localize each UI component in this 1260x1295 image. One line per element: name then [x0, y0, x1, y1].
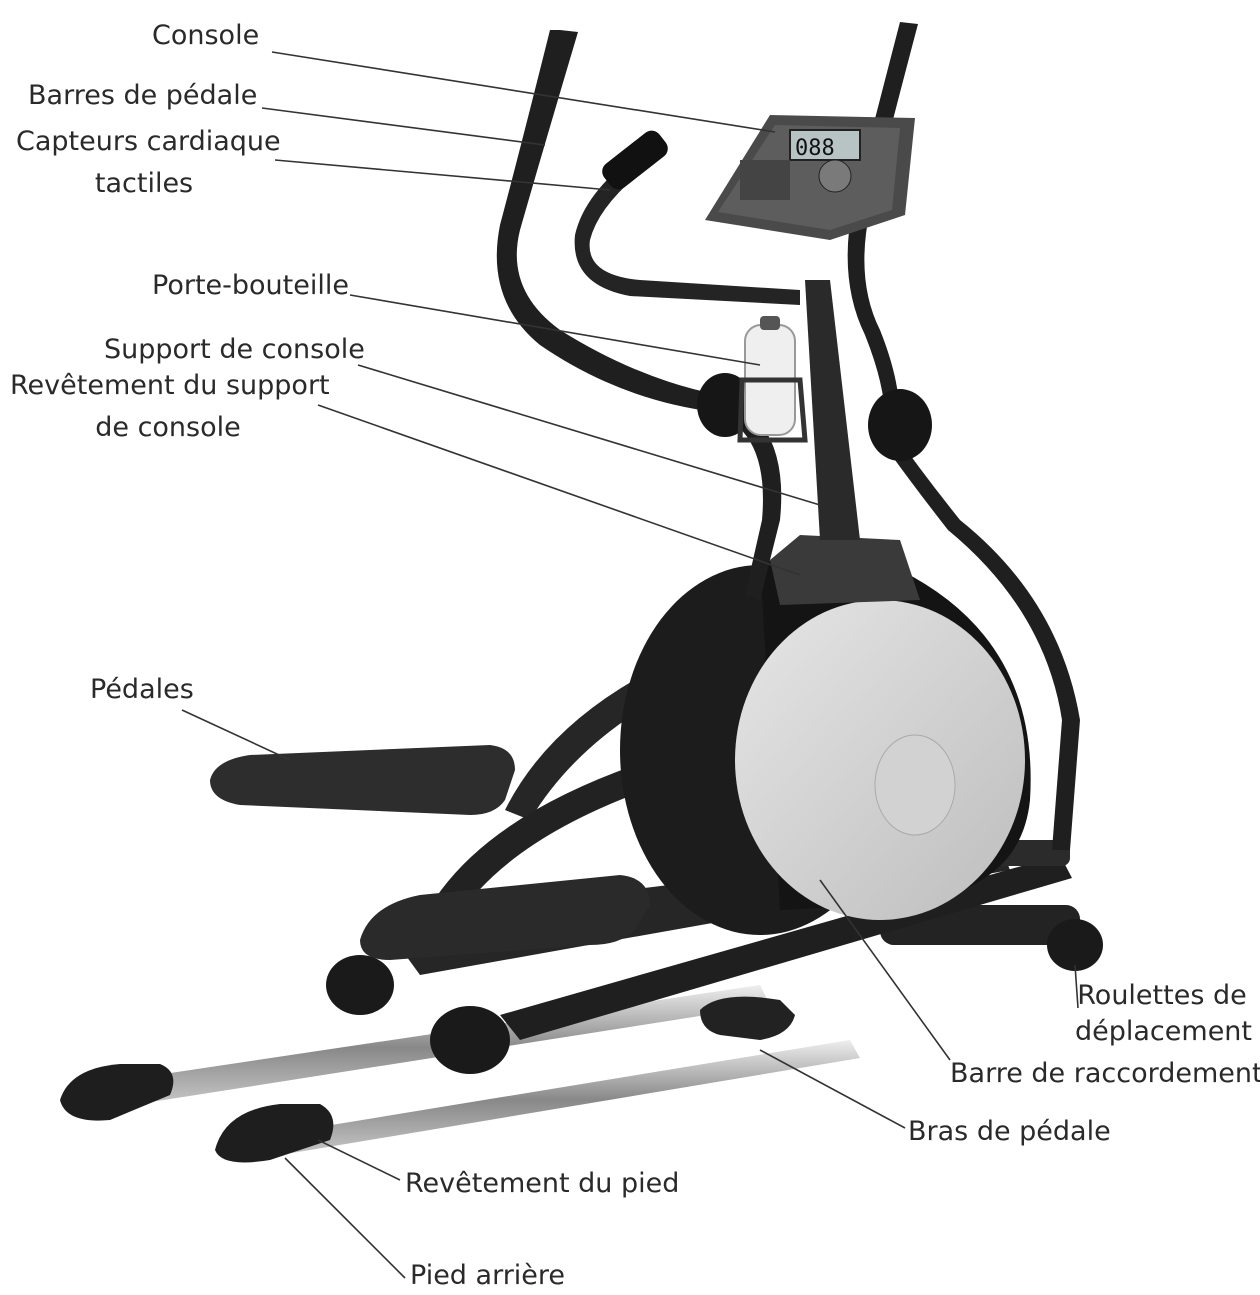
label-console: Console [152, 20, 260, 51]
label-console-support-cover-line2: de console [95, 412, 241, 443]
console-display-digits: 088 [795, 136, 835, 161]
console-unit [705, 115, 915, 240]
label-hr-sensors-line1: Capteurs cardiaque [16, 126, 281, 157]
label-wheels-line2: déplacement [1075, 1016, 1253, 1047]
rear-feet [60, 996, 795, 1163]
label-console-support: Support de console [104, 334, 365, 365]
label-rear-foot: Pied arrière [410, 1260, 566, 1291]
pedal-rollers [326, 955, 510, 1074]
leader-lines [181, 51, 1079, 1279]
pedals [210, 745, 650, 960]
label-connecting-bar: Barre de raccordement [950, 1058, 1260, 1089]
label-bottle-holder: Porte-bouteille [152, 270, 349, 301]
static-handlebars [574, 130, 800, 305]
bottle-holder [737, 316, 808, 443]
label-pedal-arm: Bras de pédale [908, 1116, 1111, 1147]
label-console-support-cover-line1: Revêtement du support [10, 370, 330, 401]
flywheel-housing [620, 560, 1031, 935]
label-wheels-line1: Roulettes de [1077, 980, 1247, 1011]
label-pedal-bars: Barres de pédale [28, 80, 258, 111]
moving-handlebars [496, 22, 1080, 850]
label-hr-sensors-line2: tactiles [94, 168, 194, 199]
label-foot-cover: Revêtement du pied [405, 1168, 680, 1199]
label-pedals: Pédales [90, 674, 194, 705]
